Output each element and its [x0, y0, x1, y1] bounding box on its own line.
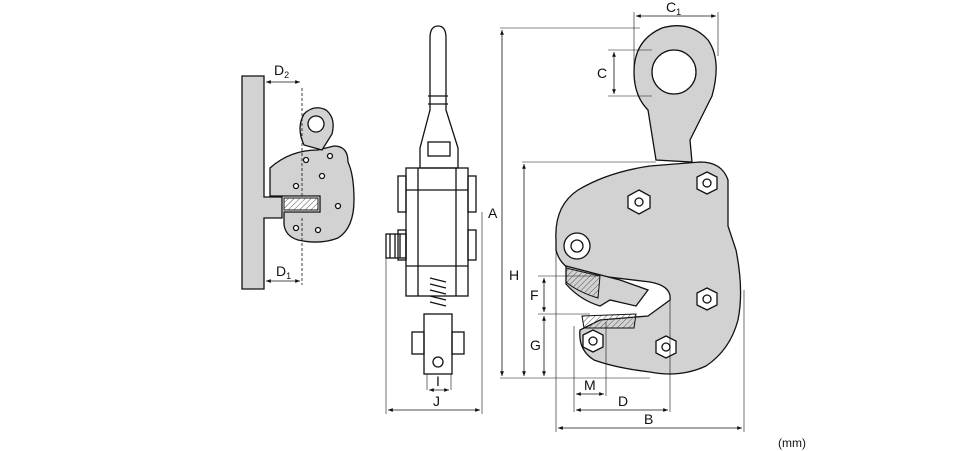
label-f: F — [530, 287, 539, 303]
front-frame — [405, 167, 469, 297]
jaw-teeth-small — [283, 197, 319, 211]
bolt-icon — [318, 172, 326, 180]
label-m: M — [584, 377, 596, 393]
spring — [429, 277, 447, 307]
bolt-icon — [696, 171, 718, 195]
front-view: I J — [385, 25, 483, 414]
bolt-icon — [655, 335, 677, 359]
unit-label: (mm) — [778, 436, 806, 450]
jaw-teeth — [565, 267, 601, 299]
pin-bolt — [385, 233, 407, 259]
bolt-icon — [302, 156, 310, 164]
label-i: I — [436, 373, 440, 389]
steel-plate — [241, 75, 283, 290]
label-j: J — [433, 393, 440, 409]
bolt-icon — [292, 182, 300, 190]
clamp-body-small — [269, 145, 355, 243]
shackle-rod — [419, 25, 459, 169]
label-b: B — [644, 411, 653, 427]
label-g: G — [530, 337, 541, 353]
bolt-icon — [334, 202, 342, 210]
eye-hole-small — [307, 115, 325, 133]
bolt-icon — [314, 226, 322, 234]
bolt-icon — [582, 329, 604, 353]
label-d: D — [618, 393, 628, 409]
label-h: H — [509, 267, 519, 283]
label-d2: D2 — [274, 62, 289, 80]
label-c: C — [597, 65, 607, 81]
bolt-icon — [292, 224, 300, 232]
pivot-bolt-icon — [563, 232, 591, 260]
side-view-on-plate: D2 D1 — [241, 62, 355, 290]
bolt-icon — [326, 152, 334, 160]
label-d1: D1 — [276, 263, 291, 281]
bolt-icon — [627, 189, 651, 215]
label-a: A — [488, 205, 498, 221]
label-c1: C1 — [666, 0, 681, 17]
bolt-icon — [696, 287, 718, 311]
pad-teeth — [581, 313, 637, 329]
side-view: C1 C A H F G M D B — [488, 0, 745, 432]
eye-hole — [651, 49, 697, 95]
